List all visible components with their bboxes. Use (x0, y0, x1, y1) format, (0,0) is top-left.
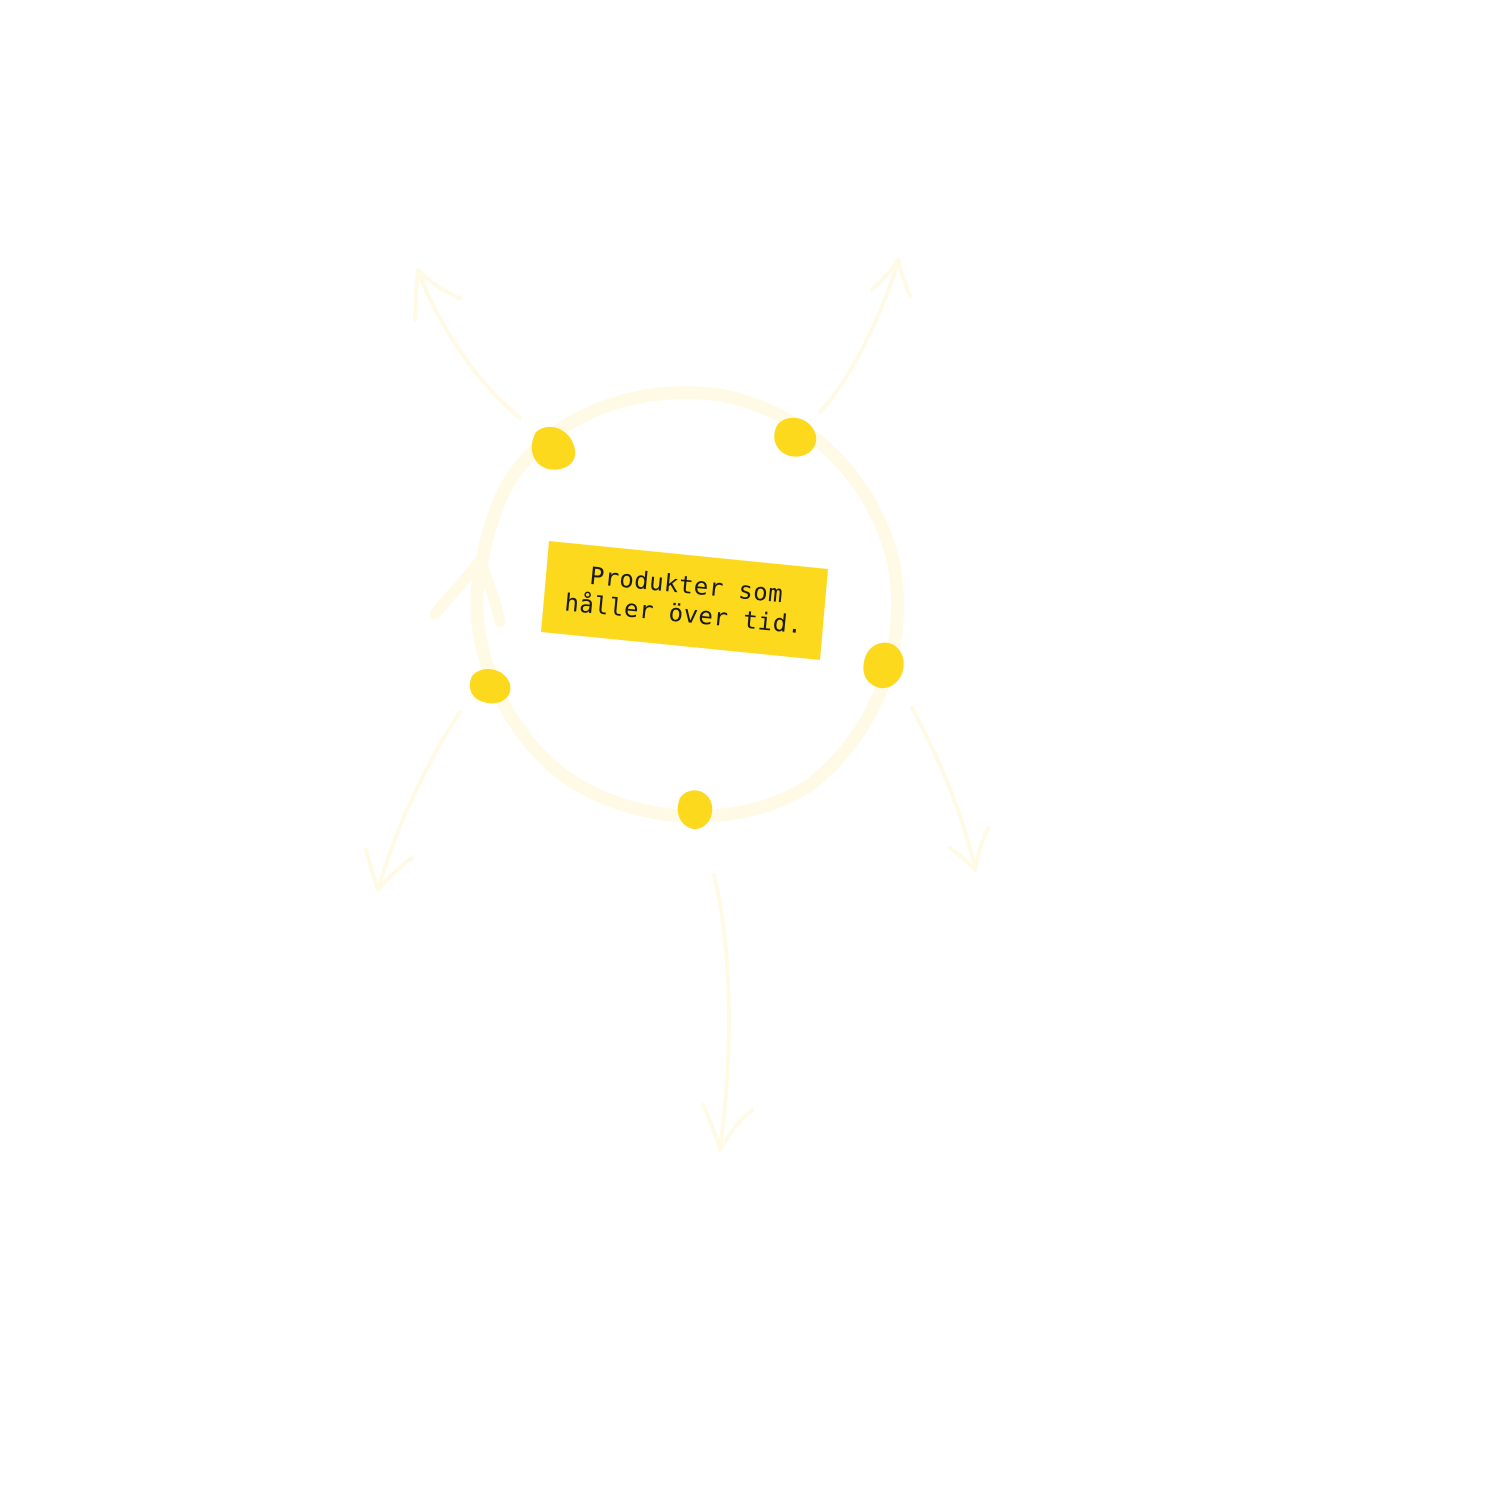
node-right[interactable] (863, 642, 904, 689)
arrow-top-right (818, 258, 912, 414)
arrow-bottom (701, 873, 754, 1152)
label-background (541, 541, 828, 660)
arrow-top-left (413, 268, 522, 420)
node-top-left[interactable] (531, 426, 576, 470)
node-bottom[interactable] (677, 790, 713, 830)
node-left[interactable] (469, 669, 511, 704)
cycle-arrowhead (429, 554, 506, 628)
cycle-ring (470, 386, 905, 823)
arrow-left (364, 710, 462, 892)
arrow-right (910, 706, 990, 872)
node-top-right[interactable] (774, 417, 817, 457)
